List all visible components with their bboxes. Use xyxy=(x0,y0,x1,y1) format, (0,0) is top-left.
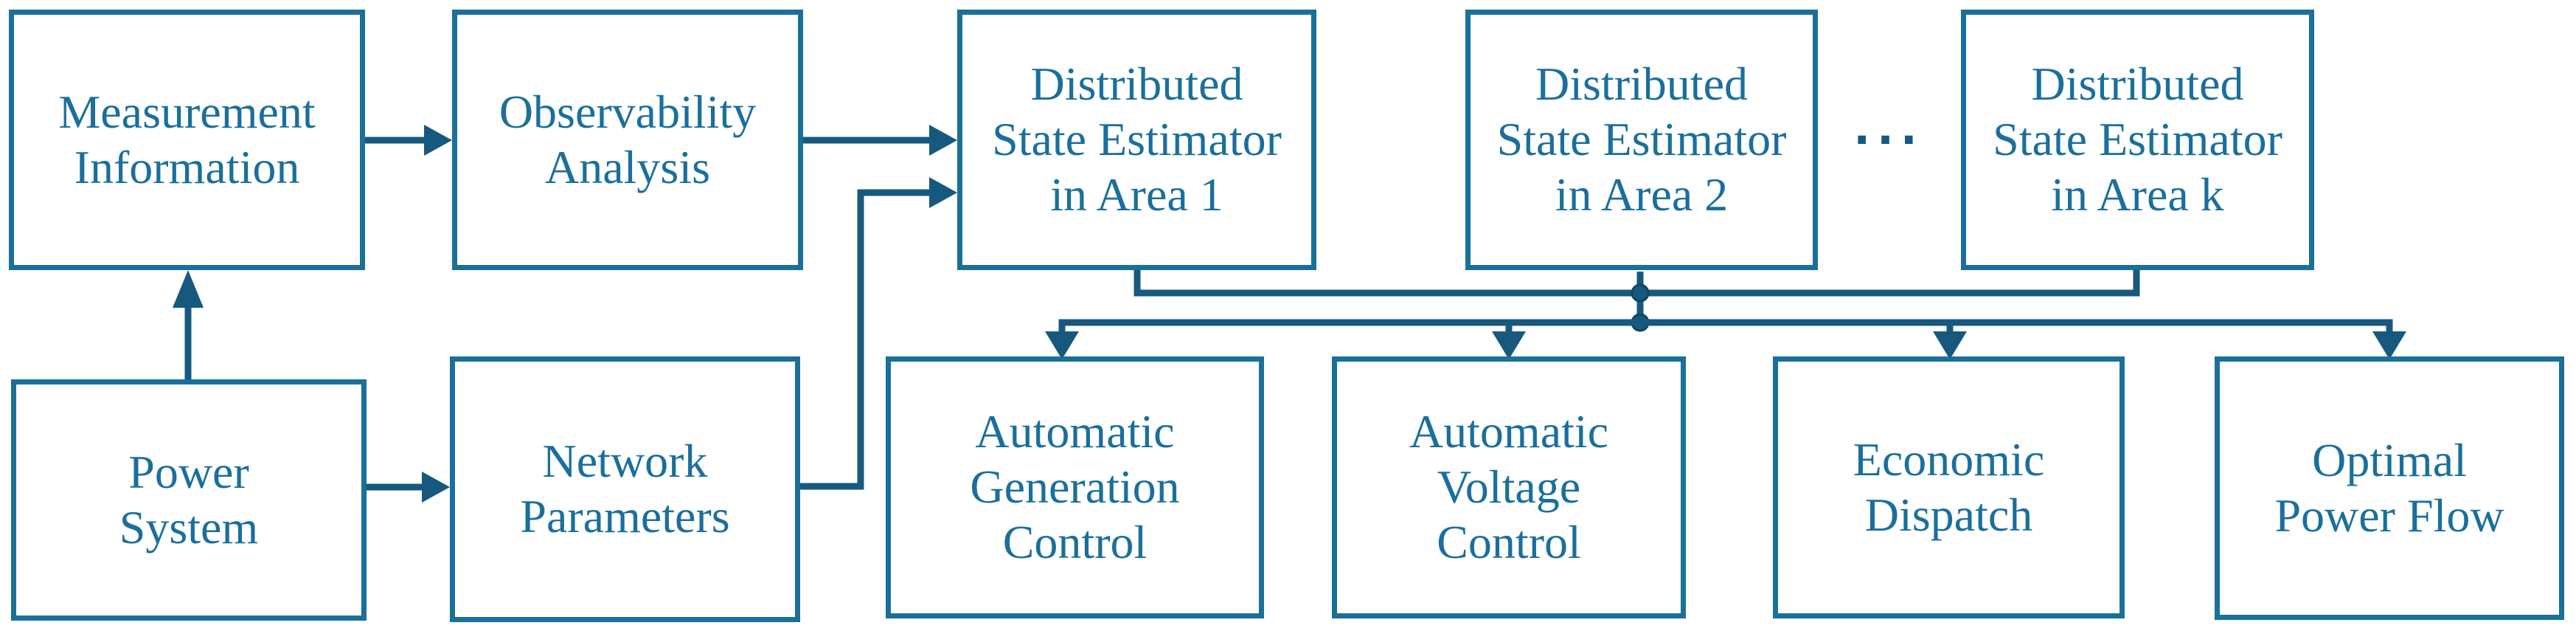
bus-lower xyxy=(1058,319,2393,337)
box-label-line: Voltage xyxy=(1437,461,1581,514)
box-label-line: Power Flow xyxy=(2274,489,2504,542)
distributed-state-estimator-area-1-box: Distributed State Estimator in Area 1 xyxy=(957,10,1316,270)
box-label-line: Automatic xyxy=(975,405,1175,458)
network-parameters-box: Network Parameters xyxy=(450,356,800,622)
arrowhead-up-measurement xyxy=(173,270,204,308)
automatic-generation-control-box: Automatic Generation Control xyxy=(886,356,1264,618)
box-label-line: Automatic xyxy=(1409,405,1609,458)
box-label-line: Dispatch xyxy=(1864,488,2033,541)
distributed-state-estimator-area-k-box: Distributed State Estimator in Area k xyxy=(1961,10,2314,270)
arrowhead-right-observability xyxy=(424,125,452,156)
box-label-line: Observability xyxy=(499,85,757,138)
arrowhead-right-network xyxy=(422,472,450,503)
arrowhead-down-optimal-power-flow xyxy=(2372,331,2406,359)
box-label-line: Control xyxy=(1437,515,1581,568)
box-label-line: Power xyxy=(128,445,249,498)
box-label-line: in Area 2 xyxy=(1555,168,1729,221)
economic-dispatch-box: Economic Dispatch xyxy=(1773,356,2125,618)
box-label-line: Parameters xyxy=(520,490,730,542)
box-label-line: Generation xyxy=(970,461,1180,514)
box-label-line: Distributed xyxy=(2031,58,2244,111)
power-system-box: Power System xyxy=(11,379,367,621)
junction-ring-upper xyxy=(1631,283,1650,303)
box-label-line: State Estimator xyxy=(1993,113,2282,166)
observability-analysis-box: Observability Analysis xyxy=(452,10,803,270)
arrowhead-right-dse1-lower xyxy=(929,177,957,208)
box-label-line: Information xyxy=(74,140,300,193)
box-label-line: Analysis xyxy=(545,140,710,193)
box-label-line: Distributed xyxy=(1030,58,1243,111)
box-label-line: Economic xyxy=(1853,432,2045,486)
measurement-information-box: Measurement Information xyxy=(9,10,365,270)
arrowhead-down-agc xyxy=(1045,331,1079,359)
ellipsis-more-estimators: ··· xyxy=(1853,114,1924,166)
automatic-voltage-control-box: Automatic Voltage Control xyxy=(1332,356,1686,618)
box-label-line: State Estimator xyxy=(992,113,1282,166)
box-label-line: Measurement xyxy=(58,85,316,138)
box-label-line: Distributed xyxy=(1535,58,1748,111)
box-label-line: in Area 1 xyxy=(1050,168,1223,221)
distributed-state-estimator-area-2-box: Distributed State Estimator in Area 2 xyxy=(1465,10,1818,270)
box-label-line: State Estimator xyxy=(1496,113,1787,166)
box-label-line: System xyxy=(119,500,259,554)
box-label-line: in Area k xyxy=(2051,168,2224,221)
optimal-power-flow-box: Optimal Power Flow xyxy=(2215,356,2564,620)
arrowhead-down-economic-dispatch xyxy=(1933,331,1967,359)
arrowhead-right-dse1-upper xyxy=(929,125,957,156)
connector-network-to-dse1 xyxy=(795,189,931,490)
arrowhead-down-avc xyxy=(1492,331,1526,359)
box-label-line: Control xyxy=(1002,515,1148,568)
box-label-line: Network xyxy=(542,435,708,488)
box-label-line: Optimal xyxy=(2312,433,2467,486)
